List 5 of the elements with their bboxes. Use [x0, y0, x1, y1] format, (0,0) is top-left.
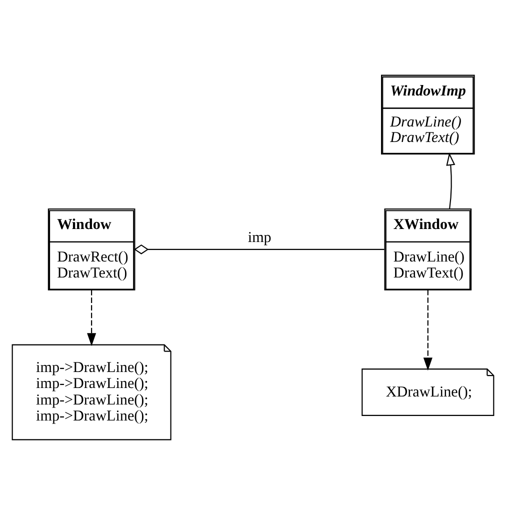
edge-label: imp: [248, 230, 272, 246]
connector: [134, 244, 384, 254]
arrow: [423, 290, 432, 371]
arrow: [446, 152, 456, 209]
arrow: [87, 290, 96, 346]
